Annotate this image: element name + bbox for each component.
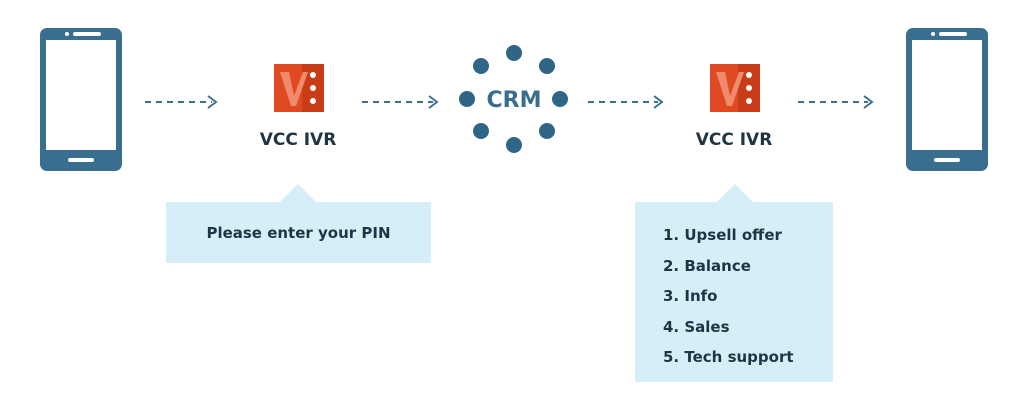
menu-option: 5. Tech support bbox=[663, 348, 794, 366]
dashed-arrow-icon-2 bbox=[362, 95, 439, 109]
dashed-arrow-icon-3 bbox=[588, 95, 664, 109]
ivr-label-1: VCC IVR bbox=[259, 130, 337, 150]
vcc-logo-icon-2 bbox=[710, 64, 760, 112]
smartphone-icon-right bbox=[906, 28, 988, 171]
smartphone-icon-left bbox=[40, 28, 122, 171]
menu-option: 1. Upsell offer bbox=[663, 226, 782, 244]
menu-option: 4. Sales bbox=[663, 317, 730, 336]
menu-option: 2. Balance bbox=[663, 256, 751, 275]
crm-dots-icon bbox=[459, 45, 568, 153]
menu-options-list: 1. Upsell offer 2. Balance 3. Info 4. Sa… bbox=[663, 224, 794, 377]
pin-prompt-text: Please enter your PIN bbox=[206, 224, 391, 242]
menu-option: 3. Info bbox=[663, 287, 718, 305]
ivr-label-2: VCC IVR bbox=[695, 130, 773, 150]
pin-prompt-callout: Please enter your PIN bbox=[166, 184, 431, 263]
vcc-logo-icon-1 bbox=[274, 64, 324, 112]
crm-label: CRM bbox=[487, 88, 542, 113]
dashed-arrow-icon-4 bbox=[798, 95, 874, 109]
menu-callout: 1. Upsell offer 2. Balance 3. Info 4. Sa… bbox=[635, 184, 833, 382]
dashed-arrow-icon-1 bbox=[145, 95, 218, 109]
